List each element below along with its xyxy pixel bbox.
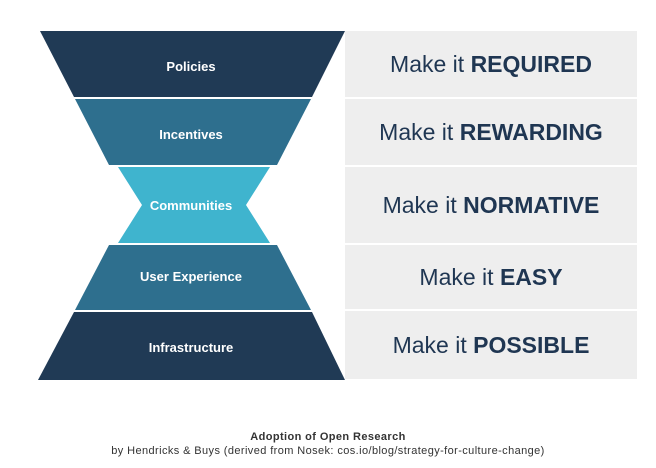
figure-caption: Adoption of Open Research by Hendricks &… xyxy=(0,430,656,458)
slogan-infrastructure: Make it POSSIBLE xyxy=(392,331,590,358)
caption-title: Adoption of Open Research xyxy=(250,431,406,443)
hourglass-shape xyxy=(38,31,345,380)
band-infrastructure: Make it POSSIBLE xyxy=(345,311,637,379)
layer-label-policies: Policies xyxy=(166,59,216,74)
caption-subtitle: by Hendricks & Buys (derived from Nosek:… xyxy=(111,445,545,457)
layer-shape-communities xyxy=(118,167,270,243)
band-user-experience: Make it EASY xyxy=(345,245,637,309)
layer-shape-incentives xyxy=(75,99,311,165)
layer-shape-infrastructure xyxy=(38,312,345,380)
layer-shape-policies xyxy=(40,31,345,97)
layer-label-user-experience: User Experience xyxy=(140,269,242,284)
slogan-incentives: Make it REWARDING xyxy=(379,118,603,145)
band-incentives: Make it REWARDING xyxy=(345,99,637,165)
layer-label-incentives: Incentives xyxy=(159,127,223,142)
band-communities: Make it NORMATIVE xyxy=(345,167,637,243)
slogan-user-experience: Make it EASY xyxy=(419,263,563,290)
slogan-policies: Make it REQUIRED xyxy=(390,50,592,77)
layer-shape-user-experience xyxy=(75,245,311,310)
layer-label-infrastructure: Infrastructure xyxy=(148,340,234,355)
layer-label-communities: Communities xyxy=(149,198,233,213)
slogan-communities: Make it NORMATIVE xyxy=(382,191,600,218)
band-policies: Make it REQUIRED xyxy=(345,31,637,97)
culture-change-hourglass-diagram: Make it REQUIRED Make it REWARDING Make … xyxy=(38,31,637,380)
